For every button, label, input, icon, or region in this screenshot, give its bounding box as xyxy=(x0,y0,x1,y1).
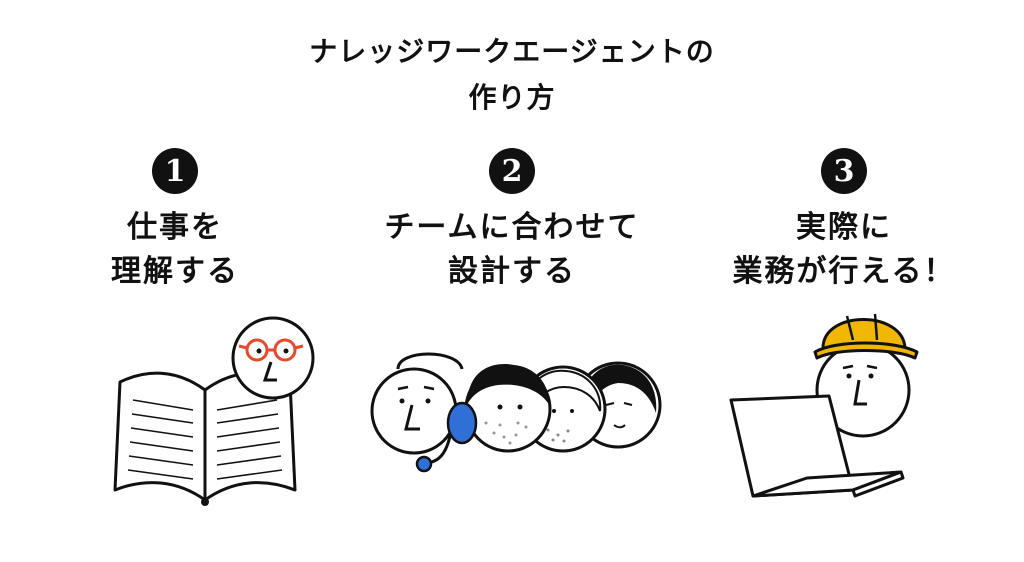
step-label-line1: 仕事を xyxy=(127,210,223,245)
hardhat-face-icon xyxy=(813,313,919,438)
step-3: 3 実際に 業務が行える！ xyxy=(694,148,994,294)
open-book-icon xyxy=(113,316,315,506)
step-label-line1: チームに合わせて xyxy=(384,210,640,245)
headset-agent-icon xyxy=(370,352,478,473)
step-label-line2: 理解する xyxy=(111,254,239,289)
step-label-line2: 設計する xyxy=(448,254,576,289)
page-title-line1: ナレッジワークエージェントの xyxy=(309,35,715,68)
step-label-line1: 実際に xyxy=(796,210,892,245)
step-label-line2: 業務が行える！ xyxy=(732,254,956,289)
team-member-2-icon xyxy=(464,364,552,453)
hardhat-worker-icon xyxy=(729,313,919,498)
step-2: 2 チームに合わせて 設計する xyxy=(362,148,662,294)
step-1: 1 仕事を 理解する xyxy=(25,148,325,294)
laptop-icon xyxy=(729,394,905,498)
glasses-face-icon xyxy=(231,316,315,400)
step-number-badge: 3 xyxy=(821,148,867,194)
page-title-line2: 作り方 xyxy=(468,81,556,114)
step-number-badge: 1 xyxy=(152,148,198,194)
team-faces-icon xyxy=(370,352,662,473)
step-number-badge: 2 xyxy=(489,148,535,194)
